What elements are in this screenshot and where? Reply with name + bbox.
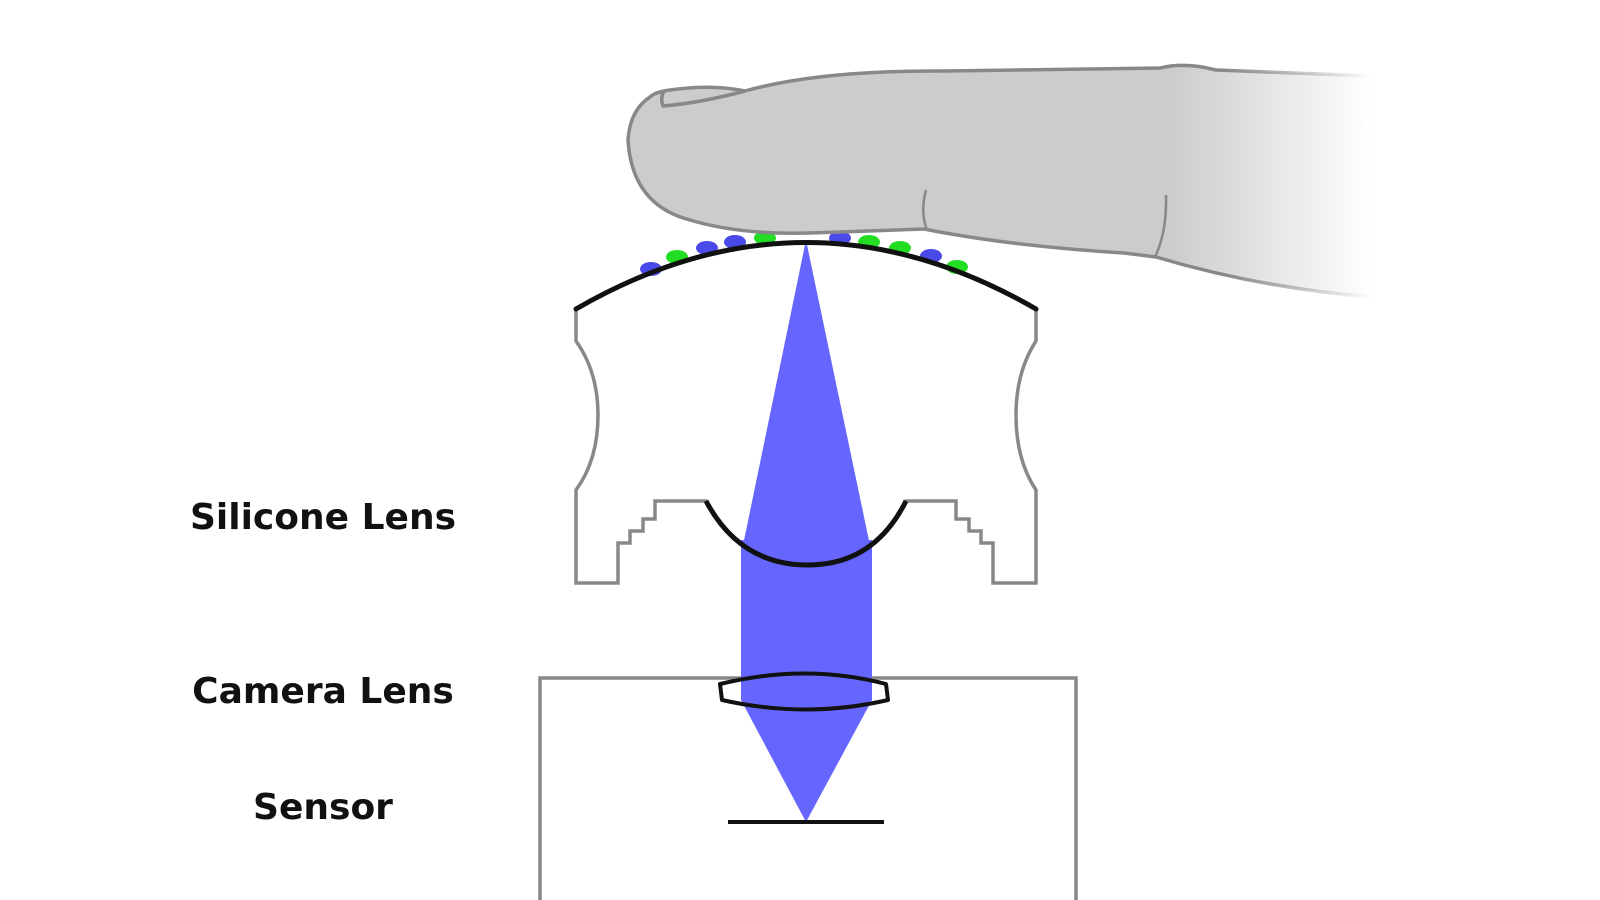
camera-lens-label: Camera Lens	[192, 671, 454, 712]
finger-shape	[628, 65, 1372, 297]
silicone-lens-inner-curve	[703, 499, 909, 568]
silicone-lens-label: Silicone Lens	[189, 497, 456, 538]
light-beam-lower	[741, 700, 872, 822]
fingernail	[659, 89, 746, 108]
silicone-lens-top-curve	[573, 240, 1039, 312]
camera-lens	[718, 671, 890, 712]
sensor-label: Sensor	[253, 787, 393, 828]
finger-outline	[626, 63, 1373, 299]
finger-crease-2	[1153, 194, 1168, 258]
finger-crease-1	[922, 189, 929, 231]
light-beam-upper	[741, 240, 872, 555]
finger	[626, 63, 1373, 299]
light-beam-column	[741, 540, 872, 700]
